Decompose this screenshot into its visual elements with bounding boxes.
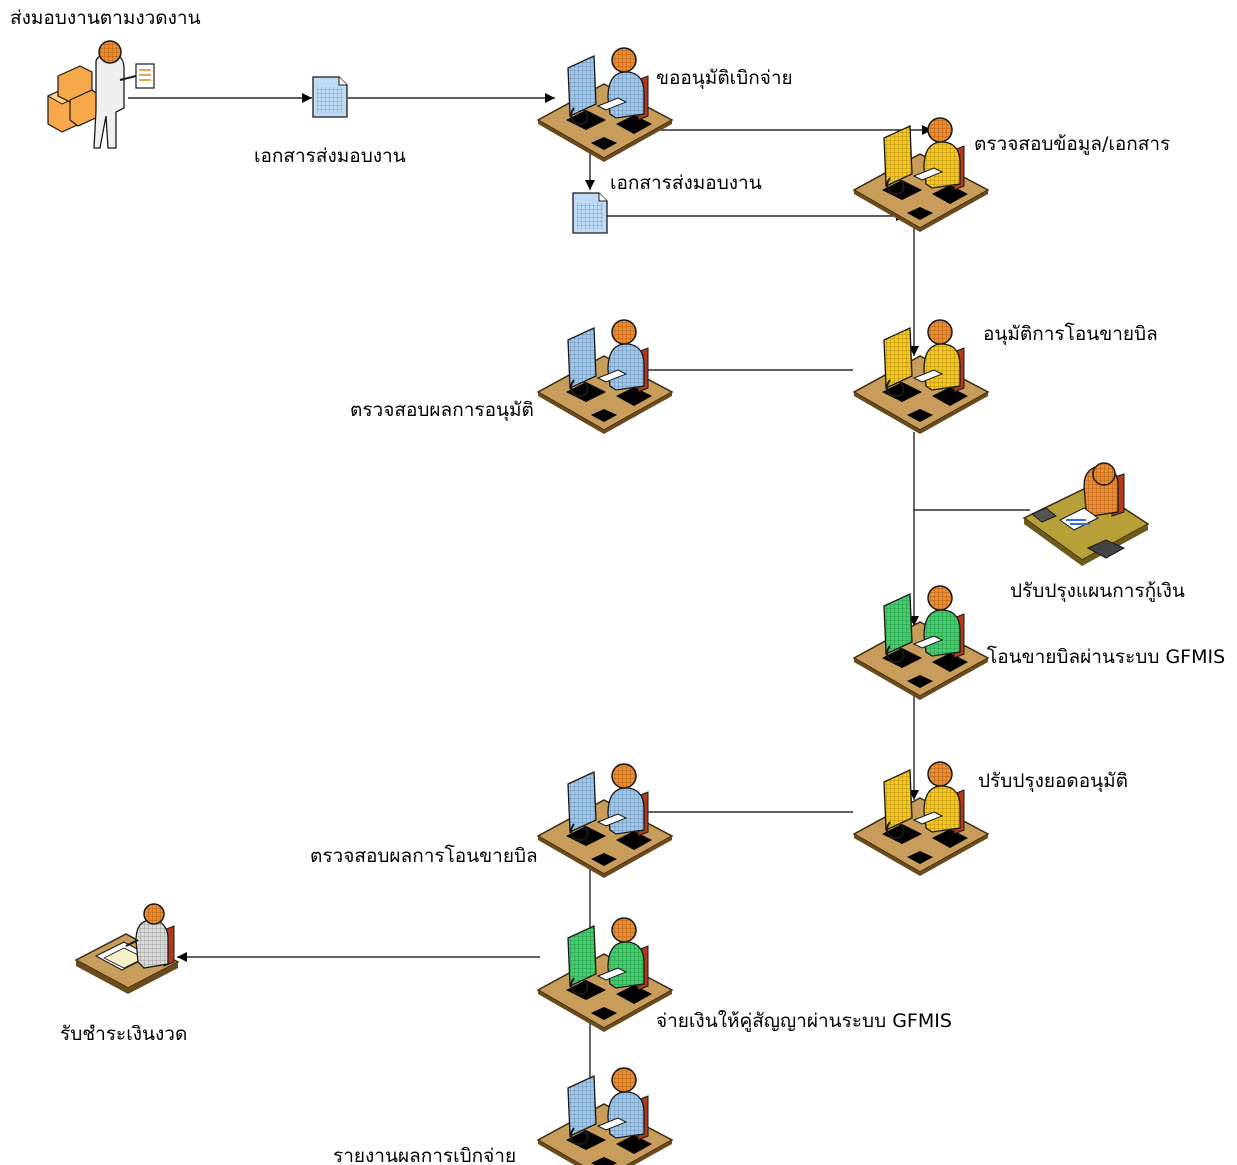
check-approve-node: ตรวจสอบผลการอนุมัติ <box>350 319 673 435</box>
verify-label: ตรวจสอบข้อมูล/เอกสาร <box>974 133 1170 155</box>
check-transfer-label: ตรวจสอบผลการโอนขายบิล <box>310 844 538 867</box>
request-node: ขออนุมัติเบิกจ่าย <box>537 47 793 163</box>
transfer-node: โอนขายบิลผ่านระบบ GFMIS <box>853 585 1225 701</box>
computer-workstation-icon <box>537 319 673 435</box>
receive-node: รับชำระเงินงวด <box>60 903 187 1045</box>
request-label: ขออนุมัติเบิกจ่าย <box>656 67 793 90</box>
plan-node: ปรับปรุงแผนการกู้เงิน <box>1010 462 1185 603</box>
report-node: รายงานผลการเบิกจ่าย <box>333 1067 673 1165</box>
approve-node: อนุมัติการโอนขายบิล <box>853 319 1158 435</box>
person-with-boxes-icon <box>46 40 155 149</box>
doc1-node: เอกสารส่งมอบงาน <box>254 76 406 167</box>
document-icon <box>572 192 608 234</box>
contractor-node: ส่งมอบงานตามงวดงาน <box>10 7 201 149</box>
doc2-node: เอกสารส่งมอบงาน <box>572 172 762 234</box>
verify-node: ตรวจสอบข้อมูล/เอกสาร <box>853 117 1170 233</box>
check-transfer-node: ตรวจสอบผลการโอนขายบิล <box>310 763 673 879</box>
computer-workstation-icon <box>537 1067 673 1165</box>
doc1-label: เอกสารส่งมอบงาน <box>254 145 406 167</box>
pay-node: จ่ายเงินให้คู่สัญญาผ่านระบบ GFMIS <box>537 917 952 1033</box>
transfer-label: โอนขายบิลผ่านระบบ GFMIS <box>987 645 1225 668</box>
document-icon <box>312 76 348 118</box>
contractor-label: ส่งมอบงานตามงวดงาน <box>10 7 201 29</box>
computer-workstation-icon <box>853 761 989 877</box>
update-node: ปรับปรุงยอดอนุมัติ <box>853 761 1128 877</box>
computer-workstation-icon <box>853 585 989 701</box>
paper-desk-icon <box>74 903 180 994</box>
computer-workstation-icon <box>537 47 673 163</box>
update-label: ปรับปรุงยอดอนุมัติ <box>978 770 1128 793</box>
calculator-desk-icon <box>1022 462 1150 566</box>
plan-label: ปรับปรุงแผนการกู้เงิน <box>1010 580 1185 603</box>
check-approve-label: ตรวจสอบผลการอนุมัติ <box>350 399 534 422</box>
approve-label: อนุมัติการโอนขายบิล <box>983 322 1158 346</box>
doc2-label: เอกสารส่งมอบงาน <box>610 172 762 194</box>
receive-label: รับชำระเงินงวด <box>60 1023 187 1045</box>
computer-workstation-icon <box>853 117 989 233</box>
computer-workstation-icon <box>537 763 673 879</box>
pay-label: จ่ายเงินให้คู่สัญญาผ่านระบบ GFMIS <box>656 1010 952 1032</box>
computer-workstation-icon <box>537 917 673 1033</box>
computer-workstation-icon <box>853 319 989 435</box>
report-label: รายงานผลการเบิกจ่าย <box>333 1145 516 1165</box>
